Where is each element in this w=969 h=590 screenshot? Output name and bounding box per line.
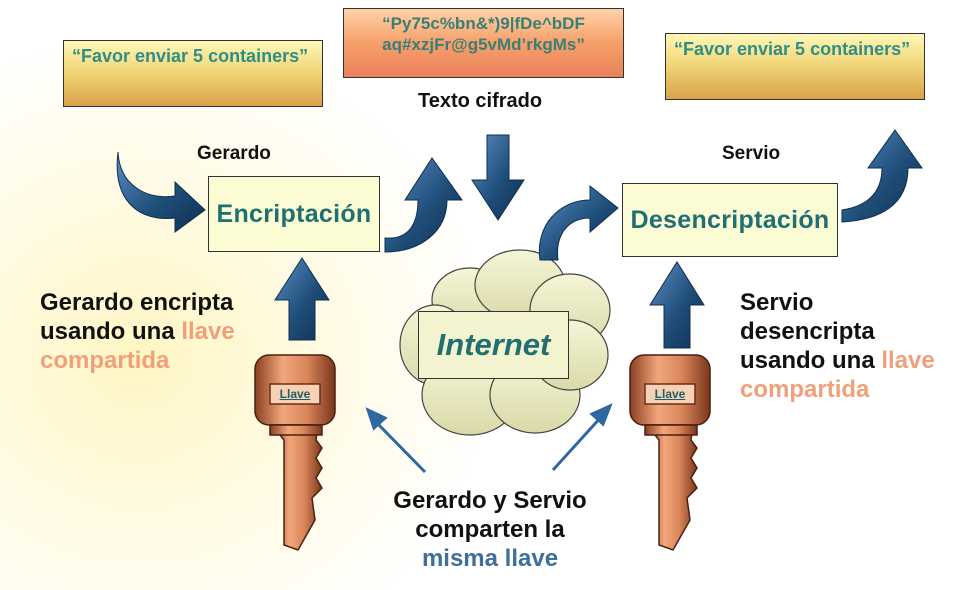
- decrypt-input-arrow: [538, 184, 619, 261]
- right-key-icon: [629, 354, 711, 551]
- left-note-line1: Gerardo encripta: [40, 289, 234, 316]
- encryption-label: Encriptación: [216, 199, 372, 228]
- bottom-note: Gerardo y Servio comparten la misma llav…: [360, 486, 620, 573]
- ciphertext-box: “Py75c%bn&*)9|fDe^bDF aq#xzjFr@g5vMd’rkg…: [343, 8, 624, 78]
- right-note-highlight-llave: llave: [881, 347, 935, 374]
- right-key-up-arrow: [649, 261, 705, 349]
- input-curved-arrow: [116, 151, 206, 233]
- bottom-note-line2: comparten la: [415, 516, 565, 543]
- plaintext-box-sender: “Favor enviar 5 containers”: [63, 40, 323, 107]
- left-key-label: Llave: [279, 387, 311, 401]
- internet-label: Internet: [436, 327, 551, 362]
- right-note-line2: desencripta: [740, 318, 875, 345]
- left-note-line3: compartida: [40, 347, 170, 374]
- right-note-line3: usando una llave: [740, 346, 969, 375]
- encrypt-output-arrow: [384, 157, 463, 253]
- cipher-down-arrow: [471, 134, 525, 221]
- left-note-prefix: usando una: [40, 318, 182, 345]
- sender-name: Gerardo: [197, 143, 271, 164]
- bottom-note-line1: Gerardo y Servio: [393, 487, 587, 514]
- right-note-line4: compartida: [740, 376, 870, 403]
- right-note: Servio desencripta usando una llave comp…: [740, 288, 969, 404]
- bottom-note-line3: misma llave: [421, 545, 559, 572]
- right-key-label: Llave: [654, 387, 686, 401]
- decryption-label: Desencriptación: [630, 205, 830, 234]
- left-key-icon: [254, 354, 336, 551]
- decryption-box: Desencriptación: [622, 183, 838, 257]
- ciphertext-text: “Py75c%bn&*)9|fDe^bDF aq#xzjFr@g5vMd’rkg…: [382, 14, 585, 54]
- right-note-prefix: usando una: [740, 347, 882, 374]
- plaintext-box-receiver: “Favor enviar 5 containers”: [665, 33, 925, 100]
- internet-box: Internet: [418, 311, 569, 379]
- left-note-line2: usando una llave: [40, 317, 270, 346]
- left-note-highlight-llave: llave: [181, 318, 235, 345]
- left-pointer-arrow: [365, 407, 427, 474]
- left-key-up-arrow: [274, 257, 330, 341]
- decrypt-output-arrow: [841, 129, 923, 223]
- plaintext-sender-text: “Favor enviar 5 containers”: [72, 46, 309, 66]
- plaintext-receiver-text: “Favor enviar 5 containers”: [674, 39, 911, 59]
- receiver-name: Servio: [722, 143, 781, 164]
- left-note: Gerardo encripta usando una llave compar…: [40, 288, 270, 375]
- right-pointer-arrow: [551, 403, 613, 472]
- encryption-box: Encriptación: [208, 176, 380, 252]
- ciphertext-label: Texto cifrado: [418, 90, 543, 112]
- right-note-line1: Servio: [740, 289, 814, 316]
